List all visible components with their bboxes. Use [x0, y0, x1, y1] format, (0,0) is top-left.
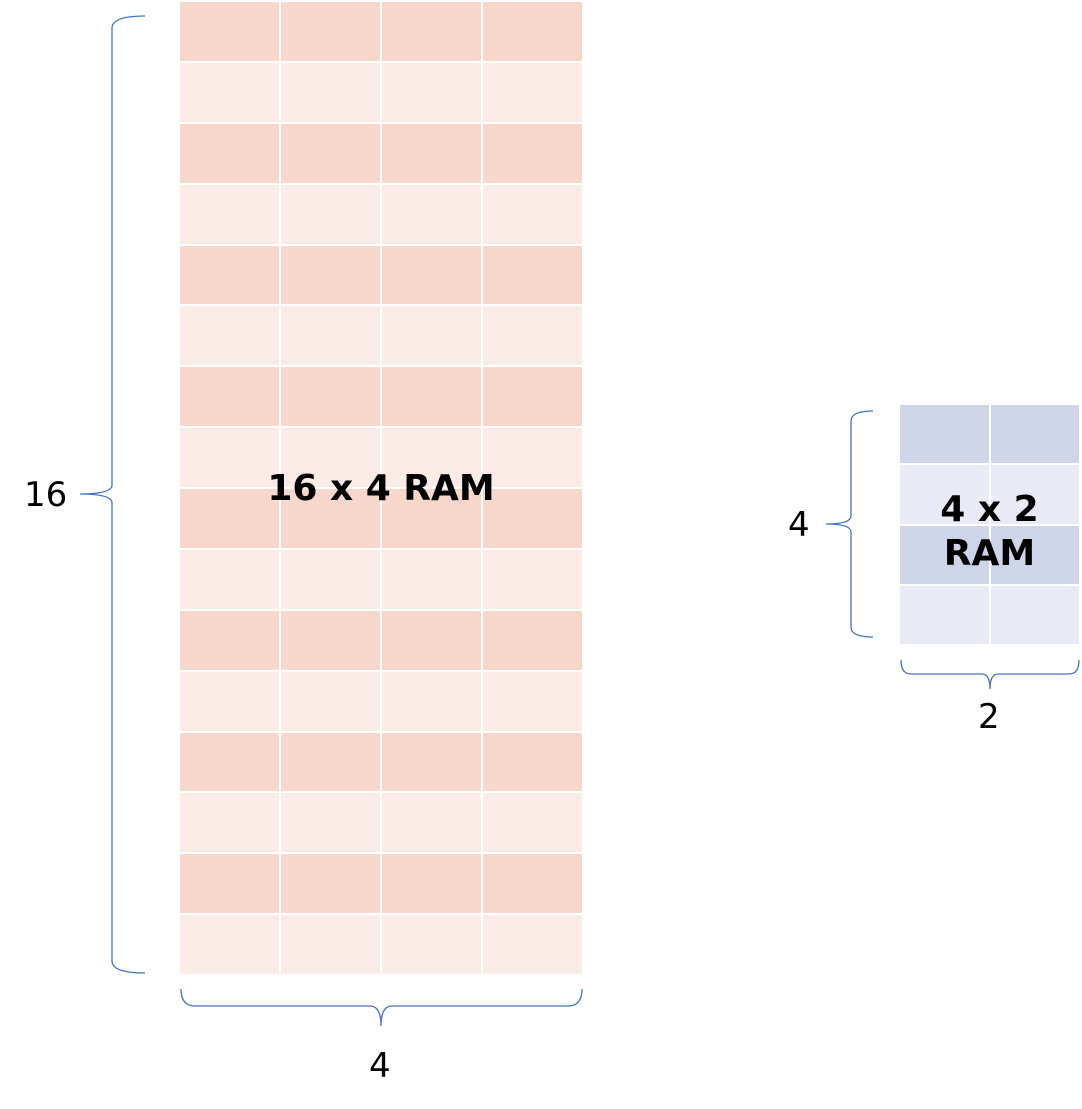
ram-16x4-cell [382, 123, 481, 183]
ram-16x4-cell [483, 306, 582, 366]
ram-16x4-cell [180, 549, 279, 609]
ram-16x4-cell [281, 123, 380, 183]
ram-16x4-cell [180, 123, 279, 183]
ram-16x4-cell [483, 732, 582, 792]
ram-16x4-cell [382, 549, 481, 609]
ram-16x4-cell [382, 732, 481, 792]
small-row-count-label: 4 [788, 505, 810, 545]
ram-16x4-cell [382, 671, 481, 731]
ram-16x4-cell [180, 306, 279, 366]
ram-16x4-cell [483, 793, 582, 853]
ram-16x4-cell [281, 671, 380, 731]
ram-4x2-cell [990, 465, 1079, 524]
ram-16x4-cell [180, 793, 279, 853]
ram-4x2-cell [900, 405, 989, 464]
ram-16x4-cell [382, 62, 481, 122]
ram-4x2-label: 4 x 2 RAM [900, 488, 1079, 576]
ram-16x4-cell [483, 245, 582, 305]
ram-16x4-cell [483, 915, 582, 974]
ram-16x4-cell [382, 2, 481, 61]
ram-16x4-cell [180, 428, 279, 487]
ram-16x4-cell [281, 489, 380, 548]
ram-16x4-cell [180, 489, 279, 548]
ram-16x4-cell [382, 915, 481, 974]
small-col-brace [900, 659, 1080, 690]
ram-4x2-cell [990, 585, 1079, 644]
ram-16x4-cell [483, 489, 582, 548]
ram-16x4-cell [483, 428, 582, 487]
ram-16x4-cell [382, 854, 481, 914]
ram-16x4-cell [180, 671, 279, 731]
ram-16x4-cell [281, 367, 380, 427]
ram-16x4-cell [180, 854, 279, 914]
ram-4x2-grid [900, 405, 1079, 644]
ram-16x4-cell [281, 732, 380, 792]
ram-16x4-cell [281, 793, 380, 853]
large-col-brace [180, 988, 583, 1027]
ram-16x4-cell [483, 62, 582, 122]
ram-4x2-cell [900, 585, 989, 644]
ram-16x4-cell [180, 915, 279, 974]
small-row-brace [825, 410, 874, 638]
ram-4x2-cell [900, 465, 989, 524]
ram-16x4-cell [180, 610, 279, 670]
ram-16x4-label: 16 x 4 RAM [267, 468, 495, 509]
large-col-count-label: 4 [369, 1046, 391, 1086]
ram-16x4-cell [382, 610, 481, 670]
ram-16x4-cell [281, 306, 380, 366]
ram-16x4-cell [483, 2, 582, 61]
ram-16x4-cell [281, 428, 380, 487]
ram-16x4-cell [483, 854, 582, 914]
ram-16x4-cell [180, 2, 279, 61]
ram-4x2-cell [900, 525, 989, 584]
ram-16x4-cell [180, 184, 279, 244]
ram-16x4-cell [281, 610, 380, 670]
ram-16x4-cell [483, 123, 582, 183]
ram-16x4-cell [382, 184, 481, 244]
ram-4x2-cell [990, 525, 1079, 584]
ram-16x4-cell [180, 732, 279, 792]
ram-16x4-cell [382, 306, 481, 366]
ram-4x2-label-line-2: RAM [943, 533, 1036, 574]
ram-4x2-cell [990, 405, 1079, 464]
ram-16x4-cell [281, 549, 380, 609]
ram-16x4-cell [180, 62, 279, 122]
ram-16x4-cell [281, 245, 380, 305]
ram-16x4-cell [281, 2, 380, 61]
ram-16x4-cell [483, 610, 582, 670]
ram-16x4-cell [281, 62, 380, 122]
ram-16x4-cell [483, 671, 582, 731]
ram-16x4-cell [382, 367, 481, 427]
small-col-count-label: 2 [978, 697, 1000, 737]
ram-16x4-cell [180, 245, 279, 305]
ram-16x4-cell [483, 549, 582, 609]
ram-16x4-cell [382, 428, 481, 487]
ram-4x2-label-line-1: 4 x 2 [940, 489, 1039, 530]
ram-16x4-cell [483, 184, 582, 244]
large-row-brace [79, 15, 146, 974]
ram-16x4-cell [281, 915, 380, 974]
ram-16x4-cell [382, 793, 481, 853]
ram-16x4-cell [382, 489, 481, 548]
ram-16x4-cell [483, 367, 582, 427]
large-row-count-label: 16 [24, 475, 68, 515]
ram-16x4-grid [180, 2, 582, 974]
ram-16x4-cell [281, 184, 380, 244]
ram-16x4-cell [281, 854, 380, 914]
ram-16x4-cell [382, 245, 481, 305]
ram-16x4-cell [180, 367, 279, 427]
